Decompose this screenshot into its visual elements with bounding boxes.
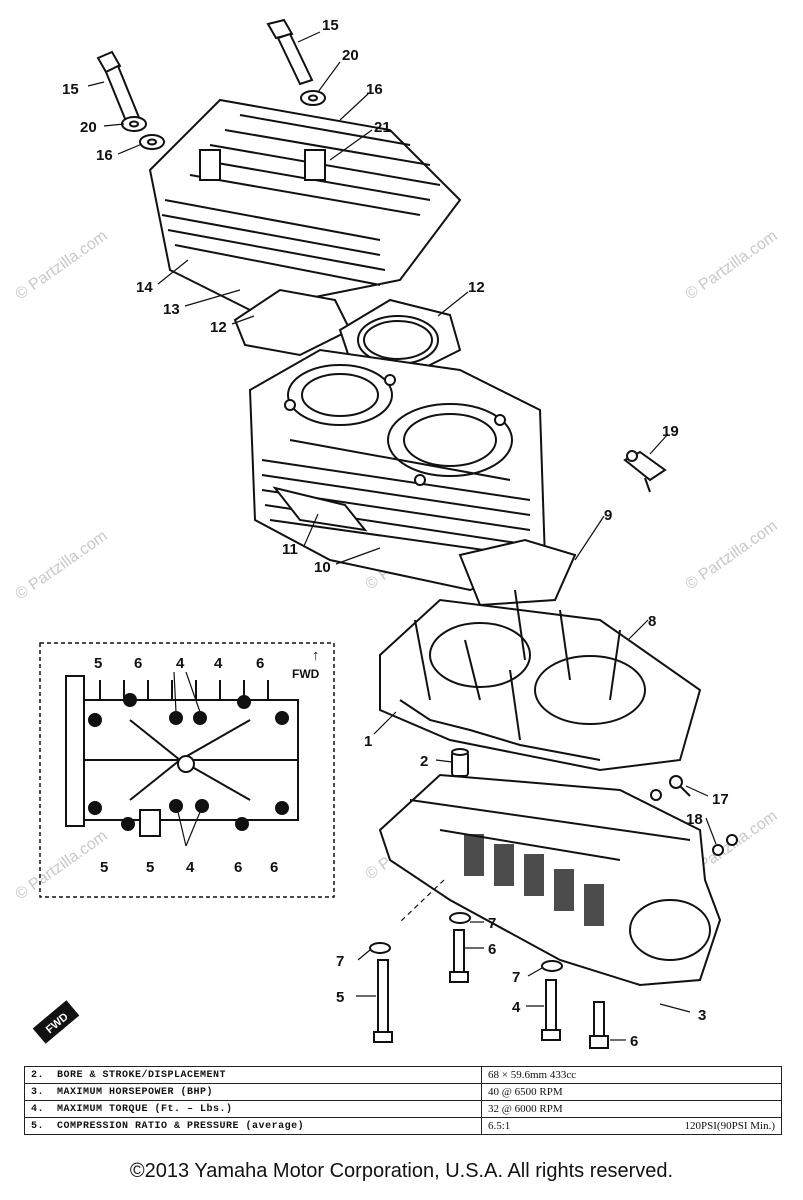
spec-label-text: MAXIMUM TORQUE (Ft. – Lbs.)	[57, 1103, 233, 1115]
callout-12: 12	[210, 319, 227, 336]
engine-exploded-diagram: © Partzilla.com © Partzilla.com © Partzi…	[13, 17, 781, 1050]
callout-1: 1	[364, 733, 372, 750]
callout-14: 14	[136, 279, 153, 296]
callout-6: 6	[630, 1033, 638, 1050]
spec-label-text: BORE & STROKE/DISPLACEMENT	[57, 1069, 227, 1081]
spec-number: 3.	[31, 1086, 45, 1098]
spec-value-text: 68 × 59.6mm 433cc	[488, 1069, 577, 1081]
callouts: 15 20 16 15 20 16 21 14 13 12 12 11 10 9…	[62, 17, 729, 1050]
callout-21: 21	[374, 119, 391, 136]
callout-11: 11	[282, 541, 298, 558]
callout-18: 18	[686, 811, 703, 828]
spec-number: 2.	[31, 1069, 45, 1081]
callout-15: 15	[322, 17, 339, 34]
spec-value: 32 @ 6000 RPM	[481, 1100, 782, 1118]
table-row: 4. MAXIMUM TORQUE (Ft. – Lbs.) 32 @ 6000…	[24, 1100, 782, 1118]
callout-7: 7	[488, 915, 496, 932]
crankcase-lower	[378, 773, 722, 987]
callout-7: 7	[512, 969, 520, 986]
inset-fwd-label: FWD	[292, 667, 320, 681]
callout-5: 5	[336, 989, 344, 1006]
callout-10: 10	[314, 559, 331, 576]
inset-label-5: 5	[146, 859, 154, 876]
watermark: © Partzilla.com	[13, 528, 111, 604]
spec-label-text: COMPRESSION RATIO & PRESSURE (average)	[57, 1120, 305, 1132]
table-row: 2. BORE & STROKE/DISPLACEMENT 68 × 59.6m…	[24, 1066, 782, 1084]
spec-number: 4.	[31, 1103, 45, 1115]
fwd-arrow-icon: ↑	[312, 647, 320, 664]
fwd-badge-icon: FWD	[32, 1000, 80, 1044]
callout-16: 16	[96, 147, 113, 164]
spec-value: 68 × 59.6mm 433cc	[481, 1066, 782, 1084]
oil-fitting	[623, 450, 667, 493]
spec-label: 2. BORE & STROKE/DISPLACEMENT	[24, 1066, 482, 1084]
callout-12: 12	[468, 279, 485, 296]
callout-17: 17	[712, 791, 729, 808]
callout-9: 9	[604, 507, 612, 524]
callout-20: 20	[342, 47, 359, 64]
inset-label-6: 6	[256, 655, 264, 672]
callout-15: 15	[62, 81, 79, 98]
head-bolt-right	[266, 18, 314, 86]
spec-label: 4. MAXIMUM TORQUE (Ft. – Lbs.)	[24, 1100, 482, 1118]
callout-4: 4	[512, 999, 521, 1016]
leader-lines	[87, 31, 717, 1041]
watermark: © Partzilla.com	[683, 228, 781, 304]
crankcase-upper	[379, 589, 702, 772]
spec-value: 6.5:1 120PSI(90PSI Min.)	[481, 1117, 782, 1135]
crankcase-bolts	[369, 912, 609, 1049]
callout-2: 2	[420, 753, 428, 770]
spec-label: 3. MAXIMUM HORSEPOWER (BHP)	[24, 1083, 482, 1101]
inset-label-4: 4	[214, 655, 223, 672]
spec-value-extra: 120PSI(90PSI Min.)	[684, 1120, 775, 1132]
watermark: © Partzilla.com	[13, 228, 111, 304]
callout-19: 19	[662, 423, 679, 440]
spec-label-text: MAXIMUM HORSEPOWER (BHP)	[57, 1086, 214, 1098]
inset-label-6: 6	[234, 859, 242, 876]
dowel-pin	[451, 748, 469, 777]
watermark: © Partzilla.com	[13, 828, 111, 904]
spec-value-text: 32 @ 6000 RPM	[488, 1103, 563, 1115]
cylinder-block	[248, 348, 547, 592]
watermark: © Partzilla.com	[683, 518, 781, 594]
spec-label: 5. COMPRESSION RATIO & PRESSURE (average…	[24, 1117, 482, 1135]
inset-label-5: 5	[94, 655, 102, 672]
spec-number: 5.	[31, 1120, 45, 1132]
spec-value-text: 40 @ 6500 RPM	[488, 1086, 563, 1098]
inset-label-4: 4	[186, 859, 195, 876]
table-row: 3. MAXIMUM HORSEPOWER (BHP) 40 @ 6500 RP…	[24, 1083, 782, 1101]
plug-bolts	[650, 775, 738, 856]
spec-value-text: 6.5:1	[488, 1120, 511, 1132]
inset-label-5: 5	[100, 859, 108, 876]
spec-table: 2. BORE & STROKE/DISPLACEMENT 68 × 59.6m…	[24, 1066, 782, 1135]
callout-3: 3	[698, 1007, 706, 1024]
callout-7: 7	[336, 953, 344, 970]
table-row: 5. COMPRESSION RATIO & PRESSURE (average…	[24, 1117, 782, 1135]
callout-6: 6	[488, 941, 496, 958]
callout-8: 8	[648, 613, 656, 630]
copyright-notice: ©2013 Yamaha Motor Corporation, U.S.A. A…	[129, 1160, 674, 1182]
inset-label-6: 6	[134, 655, 142, 672]
base-gasket	[272, 486, 577, 607]
callout-16: 16	[366, 81, 383, 98]
callout-13: 13	[163, 301, 180, 318]
spec-value: 40 @ 6500 RPM	[481, 1083, 782, 1101]
inset-label-4: 4	[176, 655, 185, 672]
head-bolt-left	[96, 50, 142, 128]
cylinder-head	[148, 98, 462, 312]
inset-label-6: 6	[270, 859, 278, 876]
tightening-inset: ↑ FWD 5 6 4	[39, 642, 335, 898]
callout-20: 20	[80, 119, 97, 136]
